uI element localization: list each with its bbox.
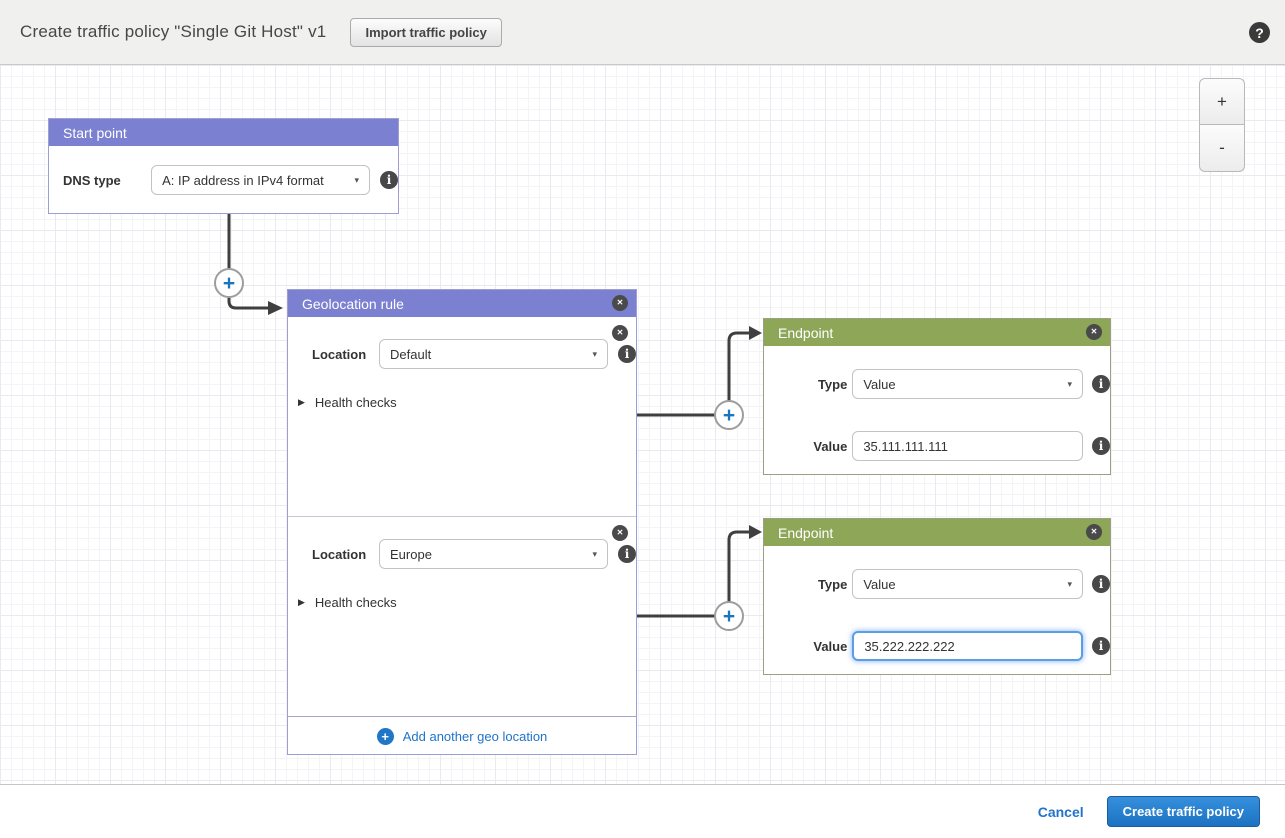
location-info-icon[interactable]: i [618,545,636,563]
cancel-button[interactable]: Cancel [1037,803,1084,820]
endpoint-close-icon[interactable]: ✕ [1086,324,1102,340]
endpoint-type-label: Type [817,376,848,392]
endpoint-type-selected-value: Value [863,376,896,392]
help-icon[interactable]: ? [1249,22,1270,43]
geolocation-rule-title: Geolocation rule [302,295,404,312]
add-geo-location-button[interactable]: + Add another geo location [288,716,636,756]
dns-type-label: DNS type [63,172,121,188]
dns-type-row: DNS type A: IP address in IPv4 format ▾ … [49,146,398,195]
footer-action-bar: Cancel Create traffic policy [0,785,1285,838]
endpoint-type-row: Type Value ▾ i [764,569,1110,599]
endpoint-type-row: Type Value ▾ i [764,369,1110,399]
location-select-default[interactable]: Default ▾ [379,339,608,369]
health-checks-expander-default[interactable]: ▶ Health checks [288,395,636,410]
dns-type-info-icon[interactable]: i [380,171,398,189]
location-row: Location Default ▾ i [288,339,636,369]
connector-geo1-to-endpoint1 [727,331,750,401]
location-label: Location [312,346,367,362]
endpoint-close-icon[interactable]: ✕ [1086,524,1102,540]
endpoint-type-select[interactable]: Value ▾ [852,369,1083,399]
arrowhead-to-endpoint1 [749,326,762,340]
health-checks-label: Health checks [314,395,397,410]
add-plus-icon: + [376,728,394,745]
health-checks-expander-europe[interactable]: ▶ Health checks [288,595,636,610]
geo-section-default-close-icon[interactable]: ✕ [612,325,628,341]
expander-triangle-icon: ▶ [298,597,305,607]
chevron-down-icon: ▾ [1067,378,1072,389]
location-label: Location [312,546,367,562]
import-traffic-policy-button[interactable]: Import traffic policy [350,17,502,47]
connector-add-rule-button[interactable]: + [214,268,244,298]
top-bar: Create traffic policy "Single Git Host" … [0,0,1285,65]
connector-add-endpoint-button-1[interactable]: + [714,400,744,430]
connector-geo2-to-endpoint2 [727,530,750,602]
location-selected-value: Europe [390,546,432,562]
location-info-icon[interactable]: i [618,345,636,363]
dns-type-select[interactable]: A: IP address in IPv4 format ▾ [151,165,370,195]
location-select-europe[interactable]: Europe ▾ [379,539,608,569]
endpoint-node-2: Endpoint ✕ Type Value ▾ i Value i [763,518,1111,675]
endpoint-type-info-icon[interactable]: i [1092,575,1110,593]
endpoint-node-1: Endpoint ✕ Type Value ▾ i Value i [763,318,1111,475]
add-geo-location-label: Add another geo location [402,729,548,744]
endpoint-title: Endpoint [778,324,834,341]
endpoint-value-input[interactable] [852,431,1083,461]
page-title: Create traffic policy "Single Git Host" … [20,22,327,41]
geo-section-europe-close-icon[interactable]: ✕ [612,525,628,541]
expander-triangle-icon: ▶ [298,397,305,407]
geolocation-rule-close-icon[interactable]: ✕ [612,295,628,311]
chevron-down-icon: ▾ [354,174,359,185]
zoom-in-button[interactable]: + [1199,78,1245,125]
geolocation-rule-header: Geolocation rule ✕ [288,290,636,317]
start-point-title: Start point [63,124,127,141]
endpoint-value-row: Value i [764,631,1110,661]
connector-add-endpoint-button-2[interactable]: + [714,601,744,631]
create-traffic-policy-button[interactable]: Create traffic policy [1106,796,1260,827]
zoom-out-button[interactable]: - [1199,125,1245,172]
geolocation-rule-node: Geolocation rule ✕ ✕ Location Default ▾ … [287,289,637,755]
zoom-controls: + - [1199,78,1245,172]
geo-section-europe: ✕ Location Europe ▾ i ▶ Health checks [288,516,636,716]
dns-type-selected-value: A: IP address in IPv4 format [162,172,324,188]
location-row: Location Europe ▾ i [288,539,636,569]
arrowhead-to-geo [268,301,283,315]
policy-editor-canvas[interactable]: + + + + - Start point DNS type A: IP add… [0,65,1285,785]
endpoint-type-label: Type [817,576,848,592]
geo-section-default: ✕ Location Default ▾ i ▶ Health checks [288,317,636,516]
endpoint-value-row: Value i [764,431,1110,461]
endpoint-value-label: Value [813,638,848,654]
endpoint-type-select[interactable]: Value ▾ [852,569,1083,599]
start-point-header: Start point [49,119,398,146]
endpoint-title: Endpoint [778,524,834,541]
chevron-down-icon: ▾ [592,348,597,359]
health-checks-label: Health checks [314,595,397,610]
endpoint-header: Endpoint ✕ [764,319,1110,346]
chevron-down-icon: ▾ [1067,578,1072,589]
endpoint-value-input-focused[interactable] [852,631,1083,661]
endpoint-value-info-icon[interactable]: i [1092,437,1110,455]
endpoint-type-selected-value: Value [863,576,896,592]
connector-start-to-geo-elbow [227,298,268,310]
chevron-down-icon: ▾ [592,548,597,559]
endpoint-type-info-icon[interactable]: i [1092,375,1110,393]
endpoint-header: Endpoint ✕ [764,519,1110,546]
endpoint-value-info-icon[interactable]: i [1092,637,1110,655]
start-point-node: Start point DNS type A: IP address in IP… [48,118,399,214]
location-selected-value: Default [390,346,432,362]
arrowhead-to-endpoint2 [749,525,762,539]
endpoint-value-label: Value [813,438,848,454]
